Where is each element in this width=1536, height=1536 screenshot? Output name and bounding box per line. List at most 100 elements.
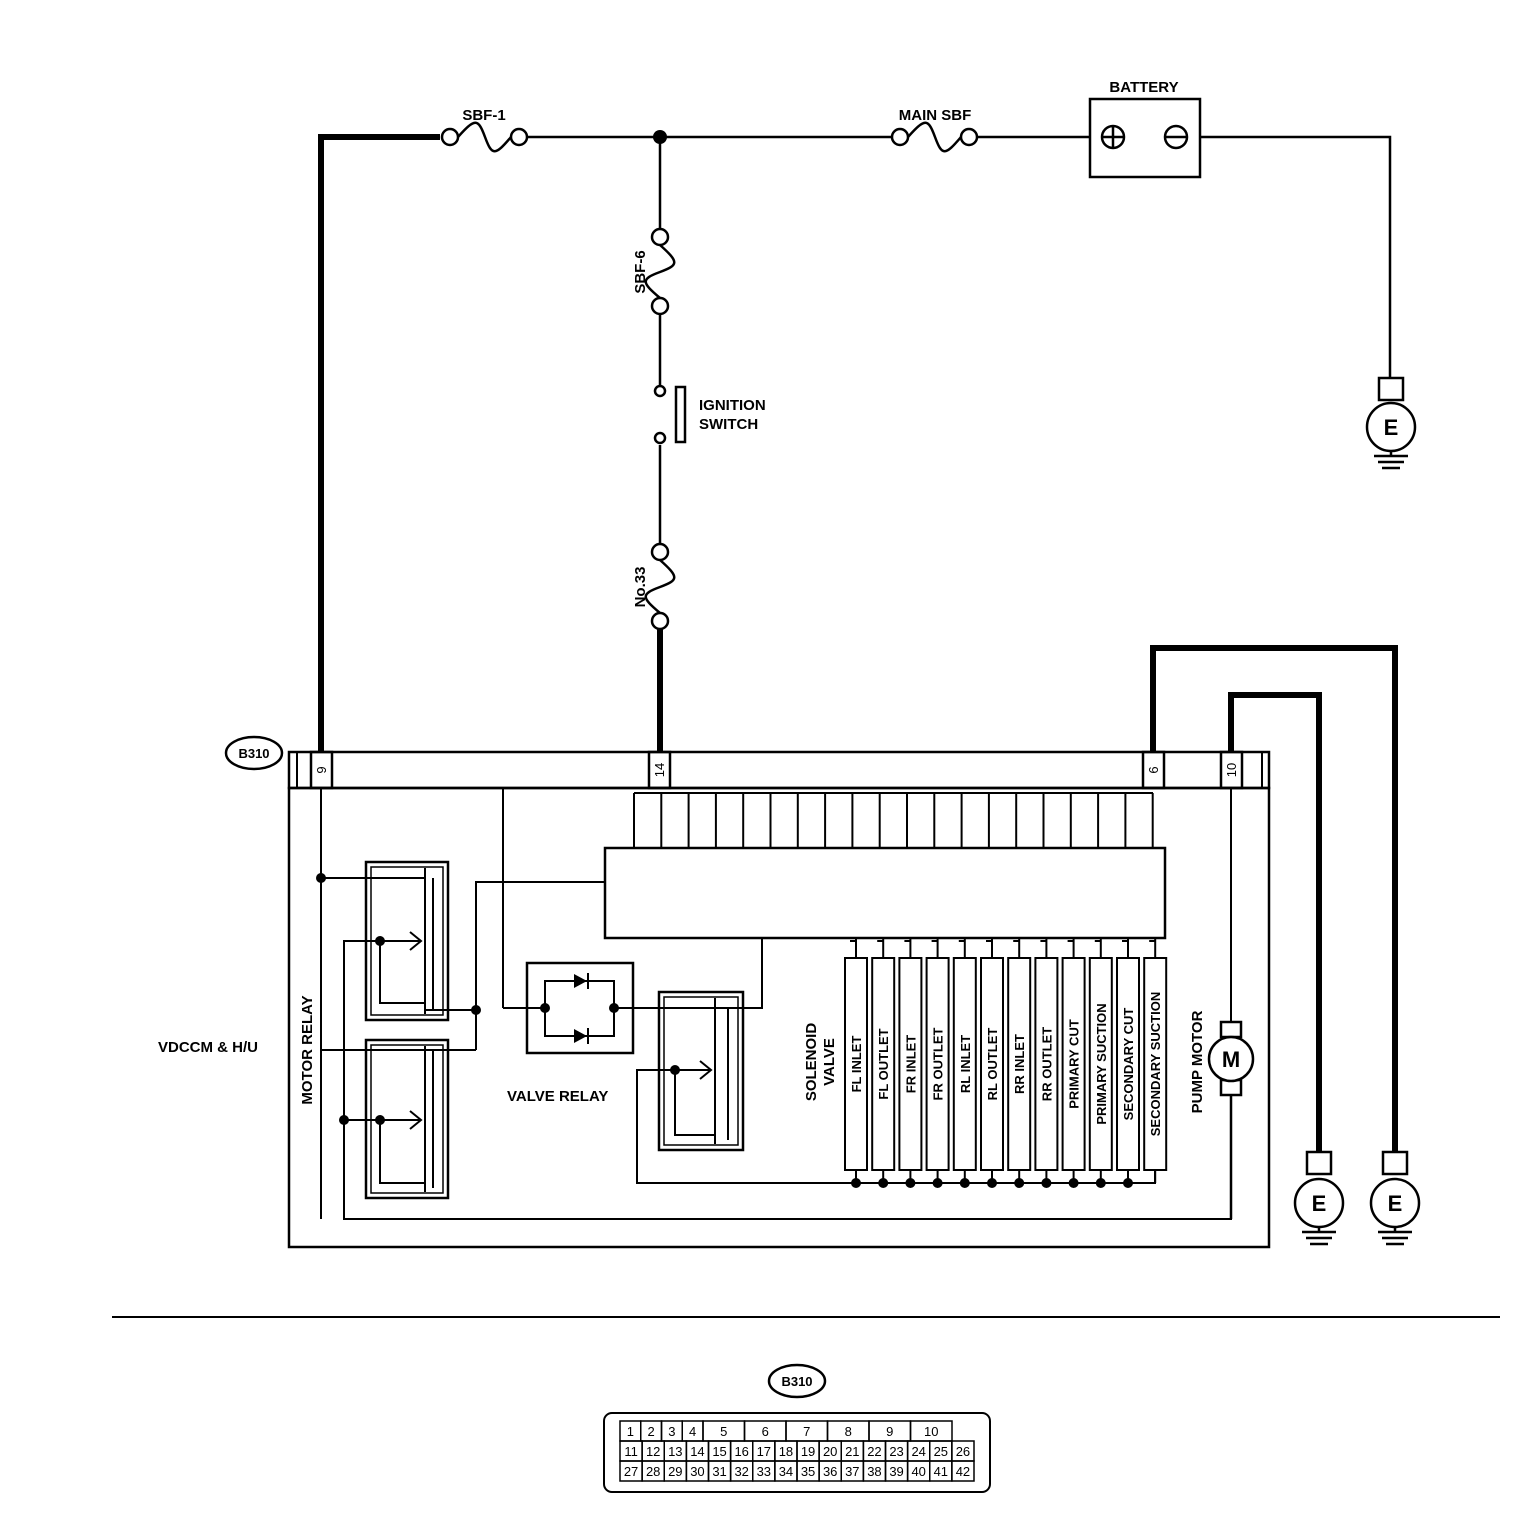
connector-face-label: B310 (781, 1374, 812, 1389)
connector-pin-number: 23 (889, 1444, 903, 1459)
solenoid-valve: FR OUTLET (925, 938, 950, 1188)
junction-dot (471, 1005, 481, 1015)
diode-icon (574, 1029, 587, 1043)
connector-pin-number: 13 (668, 1444, 682, 1459)
connector-pin-number: 4 (689, 1424, 696, 1439)
connector-pin-number: 41 (934, 1464, 948, 1479)
main-sbf-fuse: MAIN SBF (890, 107, 979, 153)
solenoid-valve: FL INLET (844, 938, 868, 1188)
junction-dot (1095, 1178, 1106, 1188)
junction-dot (375, 1115, 385, 1125)
battery-label: BATTERY (1109, 79, 1178, 96)
battery-positive-icon (1100, 124, 1126, 150)
pump-motor: M PUMP MOTOR (1189, 1010, 1255, 1219)
motor-relay-lower: MOTOR RELAY (299, 995, 481, 1200)
connector-pin-number: 17 (757, 1444, 771, 1459)
junction-dot (1041, 1178, 1052, 1188)
connector-pin-number: 3 (668, 1424, 675, 1439)
battery: BATTERY (1088, 79, 1202, 179)
junction-dot (540, 1003, 550, 1013)
valve-relay-label: VALVE RELAY (507, 1088, 608, 1105)
connector-pin-number: 12 (646, 1444, 660, 1459)
control-unit-bus-lines (633, 792, 1154, 848)
junction-dot (316, 873, 326, 883)
connector-pin-number: 35 (801, 1464, 815, 1479)
diode-pack (525, 961, 635, 1055)
solenoid-valve-label: PRIMARY SUCTION (1094, 1003, 1109, 1124)
solenoid-valve: FL OUTLET (871, 938, 896, 1188)
ground-e-left: E (1293, 1150, 1345, 1246)
solenoid-valve-label: FL INLET (849, 1036, 864, 1093)
connector-pin-number: 14 (690, 1444, 704, 1459)
ground-e-right: E (1369, 1150, 1421, 1246)
connector-pin-number: 6 (762, 1424, 769, 1439)
connector-pin-number: 39 (889, 1464, 903, 1479)
connector-b310-badge (224, 735, 284, 771)
ground-e-top: E (1365, 376, 1417, 470)
solenoid-valve: SECONDARY SUCTION (1143, 938, 1168, 1183)
connector-pin-number: 7 (803, 1424, 810, 1439)
control-unit (603, 846, 1167, 940)
ignition-label-line1: IGNITION (699, 397, 766, 414)
vdccm-unit: VDCCM & H/U (158, 786, 1271, 1249)
junction-dot (905, 1178, 916, 1188)
solenoid-valve: FR INLET (898, 938, 923, 1188)
connector-pin-number: 24 (911, 1444, 925, 1459)
connector-pin-number: 27 (624, 1464, 638, 1479)
motor-relay-upper (316, 860, 450, 1022)
solenoid-valve-label: RL OUTLET (985, 1028, 1000, 1101)
connector-pin-number: 20 (823, 1444, 837, 1459)
junction-dot (1123, 1178, 1133, 1188)
solenoid-valve: SECONDARY CUT (1116, 938, 1140, 1188)
solenoid-valve-label: RR OUTLET (1039, 1027, 1054, 1101)
svg-text:E: E (1384, 415, 1399, 440)
ignition-switch: IGNITION SWITCH (653, 384, 766, 445)
connector-pin-number: 42 (956, 1464, 970, 1479)
junction-dot (1068, 1178, 1079, 1188)
solenoid-valve-label: PRIMARY CUT (1067, 1019, 1082, 1109)
sbf1-fuse: SBF-1 (440, 107, 529, 153)
svg-text:M: M (1222, 1047, 1240, 1072)
connector-pin-number: 29 (668, 1464, 682, 1479)
connector-pin-number: 31 (712, 1464, 726, 1479)
main-sbf-label: MAIN SBF (899, 107, 972, 124)
pump-motor-label: PUMP MOTOR (1189, 1010, 1206, 1113)
connector-b310: B310 9 14 6 10 (224, 735, 1271, 790)
junction-dot (609, 1003, 619, 1013)
connector-pin-number: 22 (867, 1444, 881, 1459)
junction-dot (1014, 1178, 1025, 1188)
connector-pin-number: 34 (779, 1464, 793, 1479)
connector-pin-number: 19 (801, 1444, 815, 1459)
no33-fuse: No.33 (632, 542, 676, 631)
connector-pin-number: 1 (627, 1424, 634, 1439)
connector-pin-number: 30 (690, 1464, 704, 1479)
connector-pin-number: 26 (956, 1444, 970, 1459)
solenoid-valve-title: SOLENOID VALVE (803, 1023, 838, 1102)
connector-b310-label: B310 (238, 746, 269, 761)
connector-pin-number: 33 (757, 1464, 771, 1479)
sbf1-label: SBF-1 (462, 107, 505, 124)
junction-dot (375, 936, 385, 946)
no33-label: No.33 (632, 567, 649, 608)
battery-negative-icon (1163, 124, 1189, 150)
solenoid-valve-label: SECONDARY SUCTION (1148, 992, 1163, 1136)
junction-dot (339, 1115, 349, 1125)
sbf6-fuse: SBF-6 (632, 227, 676, 316)
connector-pin-number: 40 (911, 1464, 925, 1479)
junction-dot (670, 1065, 680, 1075)
junction-dot (653, 130, 667, 144)
junction-dot (932, 1178, 943, 1188)
sbf6-label: SBF-6 (632, 250, 649, 293)
solenoid-valve: PRIMARY SUCTION (1088, 938, 1113, 1188)
connector-pin-number: 16 (734, 1444, 748, 1459)
connector-pin-number: 36 (823, 1464, 837, 1479)
solenoid-label-line2: VALVE (821, 1038, 838, 1086)
solenoid-valve: RR INLET (1007, 938, 1032, 1188)
solenoid-valve-label: SECONDARY CUT (1121, 1008, 1136, 1121)
connector-pin-number: 11 (624, 1444, 638, 1459)
junction-dot (959, 1178, 970, 1188)
ground-wiring (1150, 645, 1398, 1155)
